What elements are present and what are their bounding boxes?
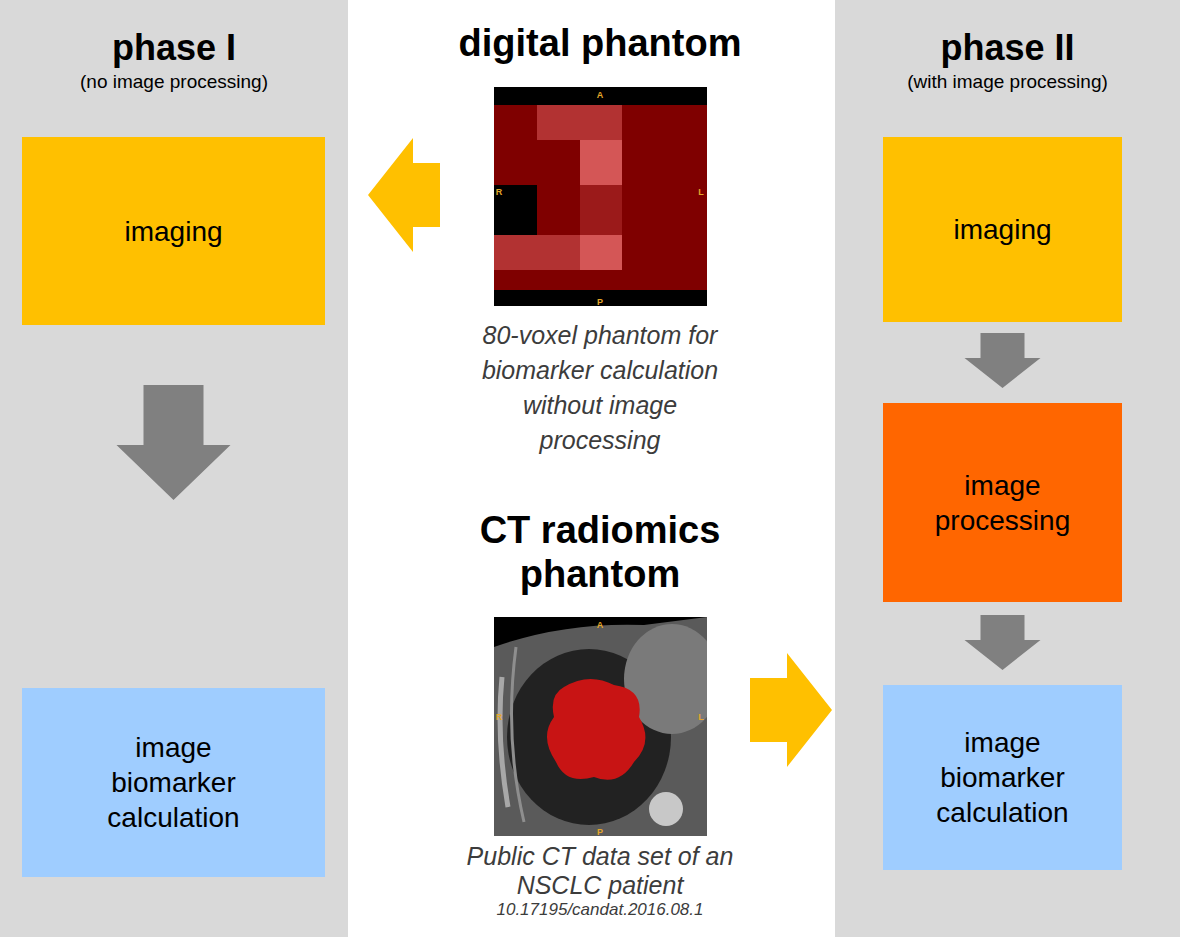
node-heading: CT radiomics phantom — [450, 508, 750, 596]
node-subtext: Public CT data set of an NSCLC patient — [465, 842, 735, 900]
block-arrow — [965, 333, 1041, 388]
node-heading: phase I — [0, 26, 348, 69]
orientation-label-holder: L — [698, 181, 704, 199]
block-arrow — [368, 138, 440, 252]
phantom-panel: CT radiomics phantomPublic CT data set o… — [450, 508, 750, 920]
orientation-label: A — [597, 620, 604, 630]
node-subtext: (no image processing) — [0, 71, 348, 94]
node-subtext: 10.17195/candat.2016.08.1 — [496, 900, 703, 920]
orientation-label: L — [698, 712, 704, 722]
ct-phantom-image — [494, 617, 707, 836]
node-subtext: 80-voxel phantom for biomarker calculati… — [465, 318, 735, 458]
phase-panel: phase II(with image processing) imaging im… — [835, 0, 1180, 937]
block-arrow — [117, 385, 231, 500]
node-heading: imaging — [953, 212, 1051, 247]
process-box: image biomarker calculation — [22, 688, 325, 877]
phase-panel: phase I(no image processing) imaging image… — [0, 0, 348, 937]
block-arrow — [965, 615, 1041, 670]
figure-space — [494, 617, 707, 836]
orientation-label: P — [597, 297, 603, 307]
node-heading: digital phantom — [459, 20, 742, 66]
orientation-label-holder: L — [698, 706, 704, 724]
node-subtext: (with image processing) — [835, 71, 1180, 94]
orientation-label-holder: P — [597, 291, 603, 309]
orientation-label: A — [597, 90, 604, 100]
node-heading: imaging — [124, 214, 222, 249]
node-heading: image processing — [908, 468, 1098, 538]
orientation-label-holder: A — [597, 84, 604, 102]
orientation-label: R — [496, 712, 503, 722]
node-heading: image biomarker calculation — [79, 730, 269, 835]
orientation-label-holder: P — [597, 821, 603, 839]
process-box: image processing — [883, 403, 1122, 602]
node-heading: image biomarker calculation — [908, 725, 1098, 830]
block-arrow — [750, 653, 832, 767]
orientation-label-holder: A — [597, 614, 604, 632]
orientation-label: P — [597, 827, 603, 837]
node-heading: phase II — [835, 26, 1180, 69]
orientation-label: R — [496, 187, 503, 197]
process-box: imaging — [22, 137, 325, 325]
orientation-label-holder: R — [496, 706, 503, 724]
digital-phantom-image — [494, 87, 707, 306]
orientation-label: L — [698, 187, 704, 197]
process-box: imaging — [883, 137, 1122, 322]
phantom-panel: digital phantom 80-voxel phantom for biom… — [440, 20, 760, 458]
orientation-label-holder: R — [496, 181, 503, 199]
process-box: image biomarker calculation — [883, 685, 1122, 870]
figure-space — [494, 87, 707, 306]
